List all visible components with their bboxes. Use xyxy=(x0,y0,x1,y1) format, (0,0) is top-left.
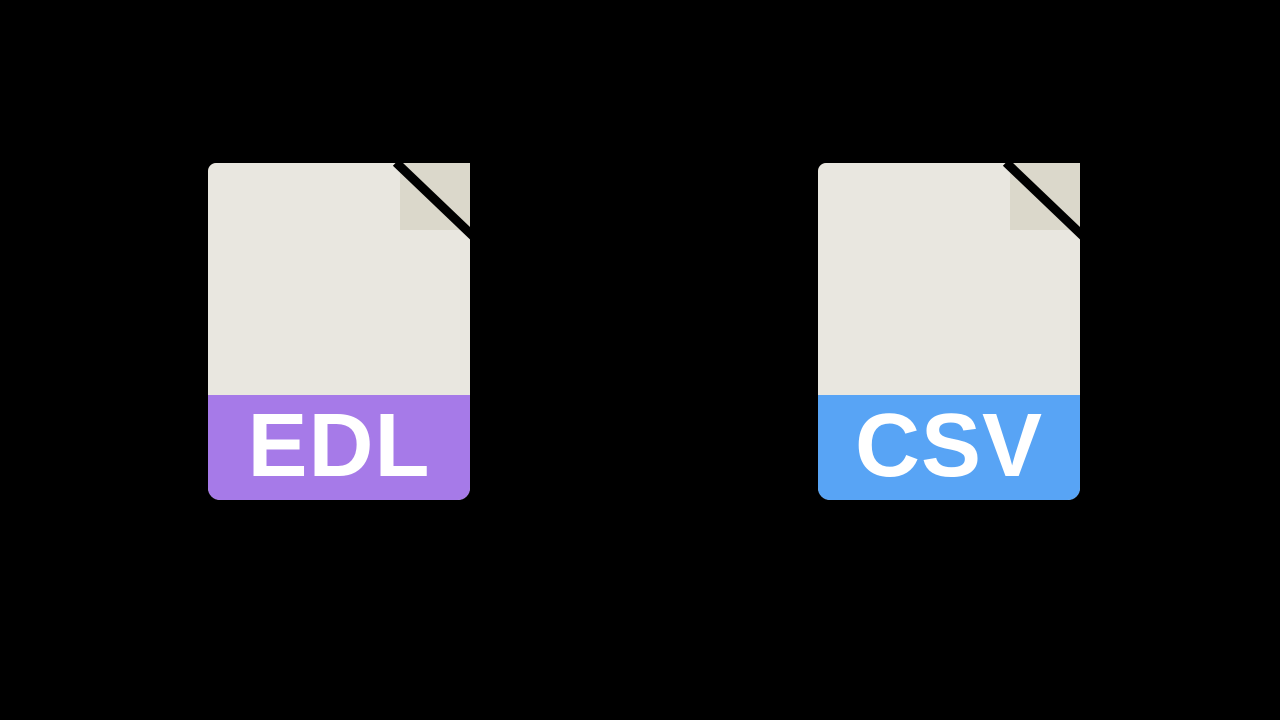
folded-corner-icon xyxy=(392,159,481,244)
edl-file-icon[interactable]: EDL xyxy=(208,159,481,500)
csv-file-icon[interactable]: CSV xyxy=(818,159,1091,500)
file-type-label: CSV xyxy=(854,395,1044,496)
file-type-band: CSV xyxy=(818,395,1080,500)
folded-corner-icon xyxy=(1002,159,1091,244)
file-type-label: EDL xyxy=(247,395,431,496)
file-type-band: EDL xyxy=(208,395,470,500)
icons-panel: EDL CSV xyxy=(195,155,1091,519)
